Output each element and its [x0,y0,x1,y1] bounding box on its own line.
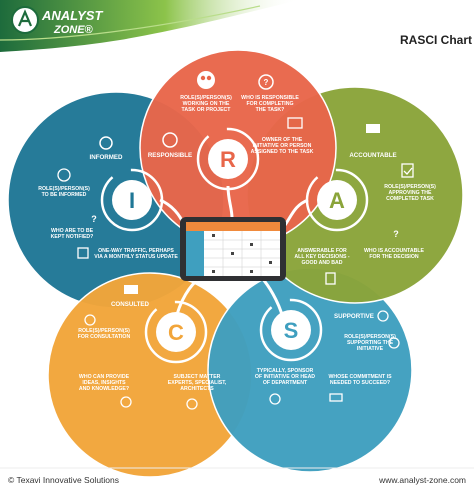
accountable-label: ACCOUNTABLE [349,152,396,159]
consulted-who-1: WHO CAN PROVIDE [79,374,130,380]
responsible-who-1: WHO IS RESPONSIBLE [241,95,299,101]
consulted-role-2: FOR CONSULTATION [78,334,131,340]
consulted-role-1: ROLE(S)/PERSON(S) [78,328,130,334]
informed-label: INFORMED [90,154,124,161]
letter-c: C [144,300,208,364]
page-title: RASCI Chart [400,33,472,47]
idea-icon [120,396,132,408]
approval-check-icon [401,163,414,178]
logo-line2: ZONE® [53,24,94,36]
clipboard-icon [325,272,336,285]
informed-section: INFORMED ROLE(S)/PERSON(S) TO BE INFORME… [38,136,178,260]
letter-i: I [100,168,164,232]
footer-copyright: © Texavi Innovative Solutions [8,475,119,485]
supportive-role-2: SUPPORTING THE [347,340,394,346]
letter-r: R [196,127,260,191]
letter-a: A [305,168,369,232]
informed-traffic-1: ONE-WAY TRAFFIC, PERHAPS [98,248,174,254]
responsible-section: ROLE(S)/PERSON(S) WORKING ON THE TASK OR… [148,71,314,159]
question-person-icon-2: ? [91,214,97,224]
consulted-label: CONSULTED [111,301,150,308]
accountable-who-2: FOR THE DECISION [369,254,419,260]
letter-s-text: S [284,318,299,343]
network-icon [57,168,71,182]
responsible-role-1: ROLE(S)/PERSON(S) [180,95,232,101]
center-tablet [180,217,286,281]
question-person-icon [258,74,274,90]
chat-icon [99,136,113,150]
logo-line1: ANALYST [41,8,103,23]
handshake-icon-2 [329,393,343,402]
consultant-icon [84,314,96,326]
responsible-role-3: TASK OR PROJECT [182,107,232,113]
header-swoosh-line [0,5,261,41]
gear-icon [377,310,389,322]
consulted-who-2: IDEAS, INSIGHTS [82,380,126,386]
responsible-owner-1: OWNER OF THE [262,137,303,143]
responsible-who-3: THE TASK? [256,107,285,113]
expert-icon [186,398,198,410]
responsible-owner-3: ASSIGNED TO THE TASK [251,149,314,155]
informed-who-2: KEPT NOTIFIED? [51,234,94,240]
informed-role-1: ROLE(S)/PERSON(S) [38,186,90,192]
question-icon: ? [393,229,399,239]
informed-who-1: WHO ARE TO BE [51,228,94,234]
meeting-icon [124,285,138,294]
accountable-role-3: COMPLETED TASK [386,196,434,202]
supportive-label: SUPPORTIVE [334,313,374,320]
letter-c-text: C [168,320,184,345]
consulted-experts-2: EXPERTS, SPECIALIST, [168,380,227,386]
accountable-answer-1: ANSWERABLE FOR [297,248,347,254]
calendar-icon [77,247,89,259]
checklist-board-icon [366,124,380,133]
supportive-sponsor-2: OF INITIATIVE OR HEAD [255,374,315,380]
supportive-sponsor-1: TYPICALLY, SPONSOR [257,368,314,374]
responsible-label: RESPONSIBLE [148,152,192,159]
svg-text:?: ? [264,78,269,87]
accountable-role-2: APPROVING THE [389,190,432,196]
letter-r-text: R [220,147,236,172]
accountable-who-1: WHO IS ACCOUNTABLE [364,248,424,254]
responsible-role-2: WORKING ON THE [183,101,230,107]
supportive-sponsor-3: OF DEPARTMENT [263,380,308,386]
sponsor-icon [269,393,281,405]
support-person-icon [388,337,400,349]
accountable-answer-2: ALL KEY DECISIONS - [294,254,349,260]
team-icon [197,71,215,89]
letter-s: S [259,298,323,362]
accountable-answer-3: GOOD AND BAD [301,260,342,266]
letter-a-text: A [329,188,345,213]
informed-role-2: TO BE INFORMED [42,192,87,198]
presentation-icon [287,117,303,129]
responsible-who-2: FOR COMPLETING [247,101,294,107]
supportive-who-1: WHOSE COMMITMENT IS [328,374,392,380]
handshake-icon [162,132,178,148]
consulted-who-3: AND KNOWLEDGE? [79,386,129,392]
logo: ANALYST ZONE® [11,6,103,36]
supportive-role-1: ROLE(S)/PERSON(S) [344,334,396,340]
letter-i-text: I [129,188,135,213]
consulted-section: CONSULTED ROLE(S)/PERSON(S) FOR CONSULTA… [78,285,227,410]
supportive-role-3: INITIATIVE [357,346,384,352]
informed-traffic-2: VIA A MONTHLY STATUS UPDATE [94,254,178,260]
supportive-section: SUPPORTIVE ROLE(S)/PERSON(S) SUPPORTING … [255,310,400,405]
responsible-owner-2: INITIATIVE OR PERSON [253,143,312,149]
consulted-experts-1: SUBJECT MATTER [174,374,221,380]
accountable-role-1: ROLE(S)/PERSON(S) [384,184,436,190]
supportive-who-2: NEEDED TO SUCCEED? [330,380,390,386]
footer-website: www.analyst-zone.com [378,475,466,485]
accountable-section: ACCOUNTABLE ROLE(S)/PERSON(S) APPROVING … [294,124,436,285]
consulted-experts-3: ARCHITECTS [180,386,214,392]
